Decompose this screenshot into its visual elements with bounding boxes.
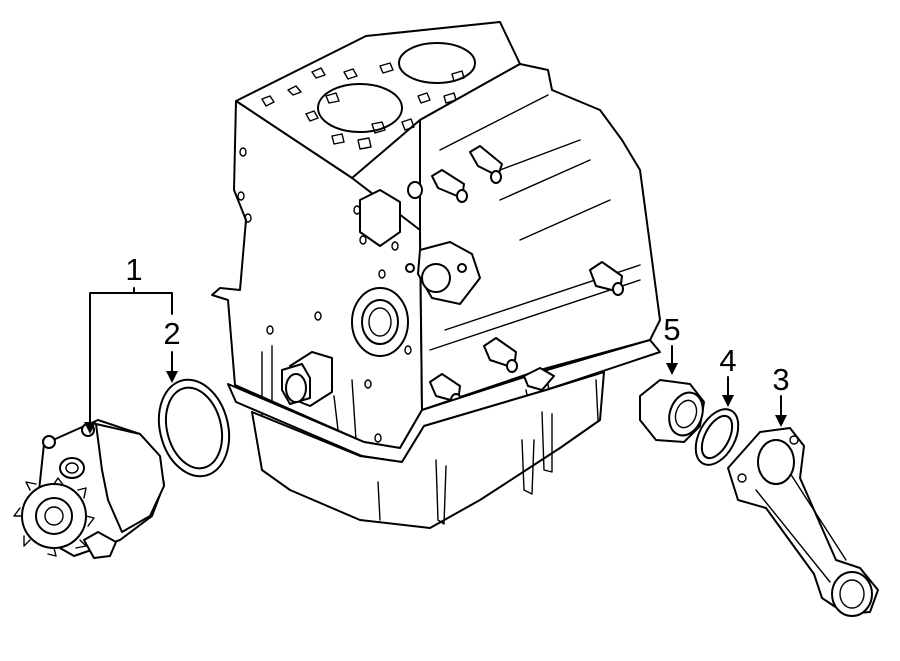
thermostat — [639, 379, 705, 443]
water-pump — [13, 419, 165, 559]
arrow-head-3 — [775, 415, 787, 427]
callout-5: 5 — [663, 312, 680, 347]
arrow-head-5 — [666, 363, 678, 375]
arrow-head-4 — [722, 395, 734, 407]
engine-block — [211, 21, 661, 529]
arrow-head-1 — [84, 422, 96, 434]
o-ring — [694, 408, 740, 466]
arrow-head-2 — [166, 371, 178, 383]
callout-2: 2 — [163, 316, 180, 351]
coolant-pipe — [727, 427, 879, 617]
callout-1: 1 — [125, 252, 142, 287]
pump-gasket — [157, 378, 231, 478]
callout-leaders — [84, 287, 787, 434]
callout-4: 4 — [719, 343, 736, 378]
callout-3: 3 — [772, 362, 789, 397]
